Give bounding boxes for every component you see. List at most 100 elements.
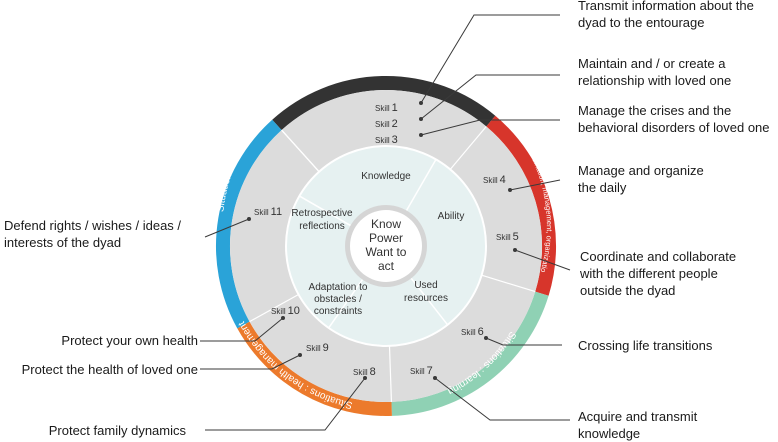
leader-line-5 [514,249,571,271]
leader-line-11 [204,218,250,238]
leader-dot-6 [484,336,488,340]
outer-divider-3 [481,274,536,293]
description-skill-5-line-2: with the different people [580,266,718,281]
band-advocacy [215,119,282,329]
section-adaptation-3: constraints [314,306,362,317]
center-line-4: act [378,259,395,273]
outer-divider-4 [388,345,393,402]
outer-divider-2 [449,126,487,170]
leader-dot-11 [247,217,251,221]
inner-dividers [299,159,449,329]
band-health [237,321,392,416]
section-knowledge: Knowledge [361,171,411,182]
section-used-resources-2: resources [404,293,448,304]
center-line-1: Know [371,217,401,231]
leader-line-8 [205,377,366,431]
description-skill-11-line-2: interests of the dyad [4,235,122,250]
section-retrospective-1: Retrospective [291,208,353,219]
section-ability: Ability [438,211,465,222]
inner-divider-2 [405,159,437,211]
center-circle [350,210,422,282]
leader-dot-7 [433,376,437,380]
leader-line-7 [434,377,570,421]
description-skill-5: Coordinate and collaborate with the diff… [580,248,778,299]
outer-divider-6 [281,129,320,173]
description-skill-5-line-3: outside the dyad [580,283,676,298]
leader-line-3 [420,119,560,136]
situation-band-ring [215,75,556,416]
band-coordination [486,115,556,296]
description-skill-4: Manage and organize the daily [578,162,778,196]
center-line-2: Power [369,231,403,245]
leader-dot-3 [419,133,423,137]
leader-line-6 [485,337,562,346]
description-skill-9: Protect the health of loved one [0,361,198,378]
section-adaptation-1: Adaptation to [309,282,368,293]
band-learning [391,291,549,416]
inner-divider-3 [410,277,449,326]
outer-divider-5 [249,293,299,323]
leader-lines [200,14,571,431]
description-skill-10: Protect your own health [0,332,198,349]
outer-dividers [249,126,536,402]
leader-dot-8 [363,376,367,380]
description-skill-8: Protect family dynamics [0,422,186,439]
center-text: Know Power Want to act [366,217,407,273]
section-adaptation-2: obstacles / [314,294,362,305]
leader-line-1 [420,14,560,104]
description-skill-2: Maintain and / or create a relationship … [578,55,778,89]
inner-divider-4 [328,279,364,329]
description-skill-3: Manage the crises and the behavioral dis… [578,102,778,136]
leader-line-4 [509,179,561,191]
description-skill-10-line-1: Protect your own health [61,333,198,348]
description-skill-4-line-1: Manage and organize [578,163,704,178]
description-skill-5-line-1: Coordinate and collaborate [580,249,737,264]
description-skill-2-line-1: Maintain and / or create a [578,56,726,71]
description-skill-1: Transmit information about the dyad to t… [578,0,778,31]
description-skill-4-line-2: the daily [578,180,627,195]
description-skill-7-line-2: knowledge [578,426,641,441]
leader-dot-5 [513,248,517,252]
description-skill-11: Defend rights / wishes / ideas / interes… [4,217,204,251]
leader-dot-10 [281,316,285,320]
description-skill-11-line-1: Defend rights / wishes / ideas / [4,218,182,233]
description-skill-9-line-1: Protect the health of loved one [21,362,198,377]
leader-dot-2 [419,117,423,121]
description-skill-7: Acquire and transmit knowledge [578,408,778,442]
description-skill-6-line-1: Crossing life transitions [578,338,713,353]
leader-dots [247,101,517,380]
situation-communication-label: Situations: communication [316,49,454,75]
inner-divider-5 [299,195,351,227]
leader-dot-9 [298,353,302,357]
leader-dot-1 [419,101,423,105]
leader-line-2 [420,74,560,120]
description-skill-3-line-1: Manage the crises and the [578,103,732,118]
center-line-3: Want to [366,245,407,259]
description-skill-1-line-2: dyad to the entourage [578,15,705,30]
inner-section-labels: Knowledge Ability Used resources Adaptat… [291,171,464,317]
description-skill-7-line-1: Acquire and transmit [578,409,698,424]
description-skill-2-line-2: relationship with loved one [578,73,732,88]
description-skill-1-line-1: Transmit information about the [578,0,754,13]
leader-line-9 [200,354,301,370]
leader-dot-4 [508,188,512,192]
description-skill-6: Crossing life transitions [578,337,778,354]
description-skill-8-line-1: Protect family dynamics [48,423,186,438]
description-skill-3-line-2: behavioral disorders of loved one [578,120,770,135]
leader-line-10 [200,317,284,342]
section-used-resources-1: Used [414,280,437,291]
section-retrospective-2: reflections [299,221,345,232]
